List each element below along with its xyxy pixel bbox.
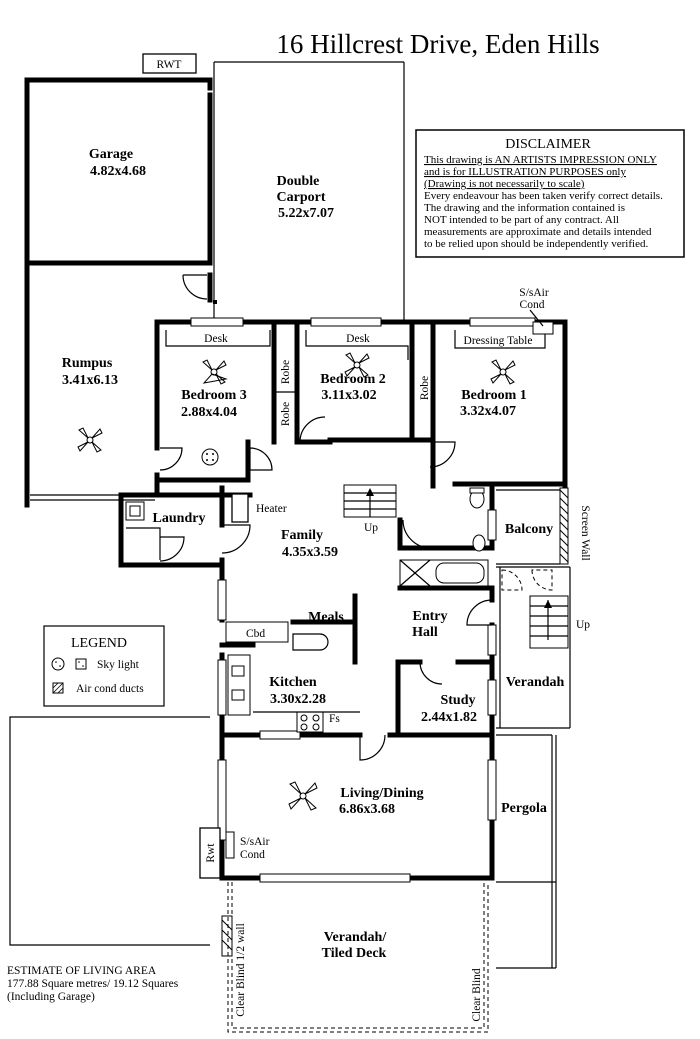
svg-text:177.88 Square metres/ 19.12 S: 177.88 Square metres/ 19.12 Squares [7, 978, 179, 990]
meals-name: Meals [308, 610, 344, 625]
bedroom3-size: 2.88x4.04 [181, 405, 237, 420]
rwt-side: Rwt S/sAir Cond [199, 827, 270, 879]
rumpus-size: 3.41x6.13 [62, 373, 118, 388]
entry-name: Entry [413, 609, 448, 624]
svg-text:ESTIMATE OF LIVING AREA: ESTIMATE OF LIVING AREA [7, 965, 157, 977]
carport-name: Double [277, 174, 320, 189]
ceiling-fan-icon [202, 359, 228, 385]
svg-text:(Including Garage): (Including Garage) [7, 991, 95, 1003]
svg-text:Heater: Heater [256, 503, 287, 515]
room-labels: Garage 4.82x4.68 Double Carport 5.22x7.0… [62, 147, 565, 961]
family-size: 4.35x3.59 [282, 545, 338, 560]
laundry-name: Laundry [153, 511, 206, 526]
balcony-name: Balcony [505, 522, 553, 537]
fs-label: Fs [329, 713, 340, 725]
up-label: Up [364, 522, 378, 534]
sky-light-icon [51, 657, 65, 671]
desk-label: Desk [204, 333, 228, 345]
bedroom2-size: 3.11x3.02 [321, 388, 376, 403]
ceiling-fan-icon [344, 352, 370, 378]
ssair-label: S/sAir [519, 287, 549, 299]
plan-title: 16 Hillcrest Drive, Eden Hills [276, 29, 599, 59]
study-name: Study [440, 693, 475, 708]
svg-text:RWT: RWT [157, 59, 182, 71]
cond-label: Cond [520, 299, 545, 311]
disclaimer-line: (Drawing is not necessarily to scale) [424, 178, 585, 190]
robe-label: Robe [280, 360, 292, 384]
deck-outline: Clear Blind 1/2 wall Clear Blind [221, 882, 489, 1033]
carport-name: Carport [277, 190, 326, 205]
desk-label: Desk [346, 333, 370, 345]
pergola-outline [496, 734, 557, 969]
svg-text:S/sAir: S/sAir [240, 836, 270, 848]
windows [190, 317, 536, 883]
bedroom1-name: Bedroom 1 [461, 388, 526, 403]
rumpus-door [182, 274, 208, 300]
svg-text:Rwt: Rwt [205, 843, 217, 863]
deck-name: Tiled Deck [322, 946, 387, 961]
cbd-label: Cbd [246, 628, 265, 640]
garage-name: Garage [89, 147, 133, 162]
rumpus-name: Rumpus [62, 356, 113, 371]
disclaimer-line: NOT intended to be part of any contract.… [424, 214, 619, 226]
living-name: Living/Dining [340, 786, 423, 801]
bedroom1-size: 3.32x4.07 [460, 404, 516, 419]
robe-label: Robe [419, 376, 431, 400]
disclaimer-line: Every endeavour has been taken verify co… [424, 190, 663, 202]
kitchen-fixtures: Cbd Fs [225, 621, 360, 733]
carport-size: 5.22x7.07 [278, 206, 334, 221]
laundry-fixtures [125, 501, 185, 562]
bedroom2-name: Bedroom 2 [320, 372, 385, 387]
up-label: Up [576, 619, 590, 631]
deck-name: Verandah/ [324, 930, 388, 945]
ceiling-fan-icon [490, 359, 516, 385]
sky-light-icon [75, 658, 87, 670]
entry-name: Hall [412, 625, 438, 640]
pergola-name: Pergola [501, 801, 547, 816]
disclaimer-line: This drawing is AN ARTISTS IMPRESSION ON… [424, 154, 657, 166]
robe-label: Robe [280, 402, 292, 426]
disclaimer-line: measurements are approximate and details… [424, 226, 652, 238]
ceiling-fan-icon [77, 427, 103, 453]
kitchen-size: 3.30x2.28 [270, 692, 326, 707]
verandah-name: Verandah [506, 675, 565, 690]
clear-blind-label: Clear Blind [471, 968, 483, 1022]
kitchen-name: Kitchen [269, 675, 317, 690]
heater: Heater [231, 493, 287, 523]
rwt-tank: RWT [142, 53, 197, 74]
disclaimer-heading: DISCLAIMER [505, 137, 591, 152]
furniture: Desk Desk Dressing Table S/sAir Cond [165, 287, 554, 360]
clear-blind-half-label: Clear Blind 1/2 wall [235, 923, 247, 1017]
disclaimer-line: and is for ILLUSTRATION PURPOSES only [424, 166, 626, 178]
site-outline [9, 716, 210, 946]
family-stairs: Up [343, 484, 397, 534]
bathroom-fixtures [399, 487, 489, 587]
carport-outline [213, 61, 405, 322]
living-size: 6.86x3.68 [339, 802, 395, 817]
doors [159, 416, 493, 761]
air-cond-duct-icon [52, 682, 64, 694]
svg-text:Cond: Cond [240, 849, 265, 861]
garage-walls [24, 77, 213, 508]
legend-box: LEGEND Sky light Air cond ducts [43, 625, 165, 707]
garage-size: 4.82x4.68 [90, 164, 146, 179]
legend-heading: LEGEND [71, 636, 127, 651]
balcony-area: Screen Wall Up [496, 487, 591, 729]
disclaimer-box: DISCLAIMER This drawing is AN ARTISTS IM… [415, 129, 685, 258]
legend-label: Sky light [97, 659, 140, 671]
disclaimer-line: to be relied upon should be independentl… [424, 238, 648, 250]
legend-label: Air cond ducts [76, 683, 144, 695]
family-name: Family [281, 528, 323, 543]
sky-light-icon [201, 448, 219, 466]
dressing-table-label: Dressing Table [464, 335, 533, 347]
screen-wall-label: Screen Wall [579, 505, 591, 560]
living-area-estimate: ESTIMATE OF LIVING AREA 177.88 Square me… [7, 965, 179, 1003]
robes: Robe Robe Robe [274, 360, 431, 426]
bedroom3-name: Bedroom 3 [181, 388, 246, 403]
disclaimer-line: The drawing and the information containe… [424, 202, 625, 214]
study-size: 2.44x1.82 [421, 710, 477, 725]
ceiling-fan-icon [288, 781, 318, 811]
